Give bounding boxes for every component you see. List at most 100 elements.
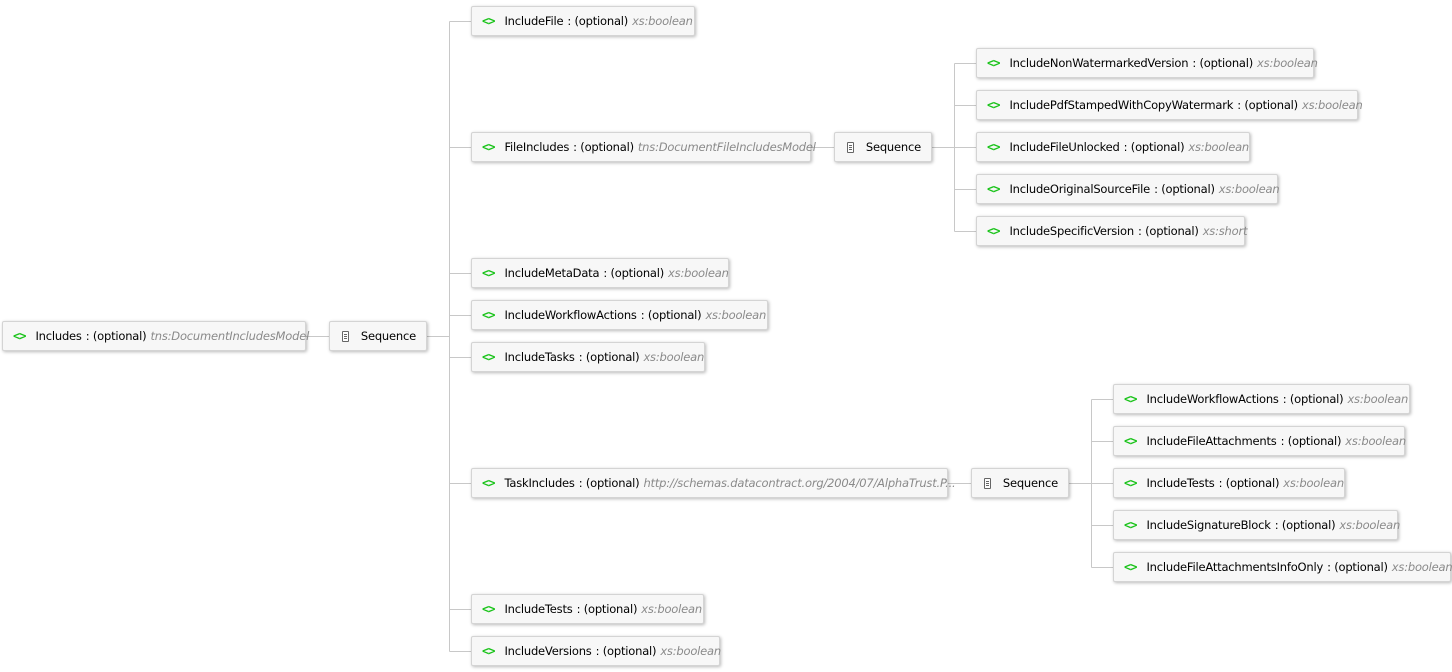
element-type: xs:boolean [1301, 98, 1363, 112]
element-name: FileIncludes [504, 140, 570, 154]
element-node-include-tests[interactable]: <> IncludeTests: (optional)xs:boolean [471, 594, 704, 624]
element-node-task-includes[interactable]: <> TaskIncludes: (optional)http://schemas… [471, 468, 956, 498]
element-node-include-versions[interactable]: <> IncludeVersions: (optional)xs:boolean [471, 636, 721, 666]
element-node-include-file-unlocked[interactable]: <>IncludeFileUnlocked: (optional)xs:bool… [976, 132, 1250, 162]
element-optional-label: : (optional) [595, 644, 657, 658]
sequence-node-file-includes[interactable]: Sequence [834, 132, 932, 162]
element-type: xs:boolean [660, 644, 721, 658]
element-node-include-workflow-actions[interactable]: <>IncludeWorkflowActions: (optional)xs:b… [1113, 384, 1410, 414]
element-icon: <> [1124, 518, 1137, 532]
element-optional-label: : (optional) [603, 266, 665, 280]
element-node-include-specific-version[interactable]: <> IncludeSpecificVersion: (optional)xs:s… [976, 216, 1248, 246]
element-name: IncludeMetaData [504, 266, 600, 280]
element-optional-label: : (optional) [578, 476, 640, 490]
element-node-file-includes[interactable]: <> FileIncludes: (optional)tns:DocumentFi… [471, 132, 816, 162]
element-icon: <> [1124, 476, 1137, 490]
element-icon: <> [987, 98, 1000, 112]
element-name: IncludeFileUnlocked [1009, 140, 1120, 154]
element-optional-label: : (optional) [1327, 560, 1388, 574]
element-optional-label: : (optional) [1280, 434, 1342, 448]
sequence-node-includes[interactable]: Sequence [329, 321, 427, 351]
element-type: xs:boolean [1345, 434, 1406, 448]
element-name: IncludeVersions [504, 644, 592, 658]
sequence-node-task-includes[interactable]: Sequence [971, 468, 1069, 498]
element-name: IncludeSpecificVersion [1009, 224, 1134, 238]
element-type: xs:boolean [632, 14, 693, 28]
element-icon: <> [1124, 560, 1137, 574]
sequence-label: Sequence [360, 329, 416, 343]
element-type: xs:boolean [1391, 560, 1452, 574]
element-optional-label: : (optional) [1137, 224, 1199, 238]
element-icon: <> [987, 56, 1000, 70]
element-node-include-tests[interactable]: <>IncludeTests: (optional)xs:boolean [1113, 468, 1345, 498]
element-type: xs:boolean [1218, 182, 1280, 196]
element-name: IncludeOriginalSourceFile [1009, 182, 1151, 196]
sequence-label: Sequence [865, 140, 921, 154]
element-node-include-signature-block[interactable]: <> IncludeSignatureBlock: (optional)xs:bo… [1113, 510, 1401, 540]
element-optional-label: : (optional) [1282, 392, 1344, 406]
element-optional-label: : (optional) [567, 14, 629, 28]
element-node-include-pdf-stamped-with-copy-watermark[interactable]: <> IncludePdfStampedWithCopyWatermark: (o… [976, 90, 1363, 120]
element-icon: <> [987, 224, 1000, 238]
element-optional-label: : (optional) [576, 602, 638, 616]
element-optional-label: : (optional) [1218, 476, 1280, 490]
element-type: xs:boolean [705, 308, 767, 322]
element-icon: <> [482, 350, 495, 364]
element-type: xs:boolean [1257, 56, 1318, 70]
element-icon: <> [1124, 392, 1137, 406]
element-node-include-meta-data[interactable]: <> IncludeMetaData: (optional)xs:boolean [471, 258, 729, 288]
element-name: IncludeTests [504, 602, 573, 616]
element-type: xs:boolean [1283, 476, 1344, 490]
element-type: xs:short [1202, 224, 1248, 238]
element-node-includes[interactable]: <> Includes: (optional)tns:DocumentInclud… [2, 321, 310, 351]
element-type: http://schemas.datacontract.org/2004/07/… [643, 476, 956, 490]
element-node-include-file-attachments[interactable]: <>IncludeFileAttachments: (optional)xs:b… [1113, 426, 1406, 456]
element-name: Includes [35, 329, 82, 343]
element-node-include-non-watermarked-version[interactable]: <> IncludeNonWatermarkedVersion: (optiona… [976, 48, 1318, 78]
element-icon: <> [482, 308, 495, 322]
element-node-include-original-source-file[interactable]: <> IncludeOriginalSourceFile: (optional)x… [976, 174, 1280, 204]
sequence-label: Sequence [1002, 476, 1058, 490]
element-optional-label: : (optional) [1154, 182, 1215, 196]
element-name: IncludeWorkflowActions [504, 308, 637, 322]
element-optional-label: : (optional) [578, 350, 640, 364]
element-optional-label: : (optional) [1274, 518, 1336, 532]
element-name: IncludeNonWatermarkedVersion [1009, 56, 1189, 70]
element-type: xs:boolean [668, 266, 729, 280]
element-icon: <> [13, 329, 26, 343]
element-node-include-file-attachments-info-only[interactable]: <> IncludeFileAttachmentsInfoOnly: (optio… [1113, 552, 1452, 582]
element-optional-label: : (optional) [1192, 56, 1254, 70]
element-optional-label: : (optional) [573, 140, 634, 154]
element-icon: <> [482, 476, 495, 490]
element-icon: <> [987, 140, 1000, 154]
sequence-icon [342, 330, 349, 342]
element-node-include-workflow-actions[interactable]: <> IncludeWorkflowActions: (optional)xs:b… [471, 300, 768, 330]
element-name: IncludeFile [504, 14, 564, 28]
element-icon: <> [482, 644, 495, 658]
element-optional-label: : (optional) [640, 308, 702, 322]
element-name: TaskIncludes [504, 476, 575, 490]
element-optional-label: : (optional) [85, 329, 147, 343]
element-node-include-file[interactable]: <> IncludeFile: (optional)xs:boolean [471, 6, 695, 36]
element-name: IncludeFileAttachments [1146, 434, 1277, 448]
element-name: IncludeSignatureBlock [1146, 518, 1271, 532]
element-icon: <> [482, 140, 495, 154]
element-type: tns:DocumentIncludesModel [150, 329, 310, 343]
element-node-include-tasks[interactable]: <>IncludeTasks: (optional)xs:boolean [471, 342, 705, 372]
element-type: tns:DocumentFileIncludesModel [637, 140, 816, 154]
element-name: IncludeFileAttachmentsInfoOnly [1146, 560, 1324, 574]
element-name: IncludePdfStampedWithCopyWatermark [1009, 98, 1234, 112]
element-icon: <> [482, 266, 495, 280]
element-optional-label: : (optional) [1123, 140, 1185, 154]
element-icon: <> [987, 182, 1000, 196]
element-name: IncludeWorkflowActions [1146, 392, 1279, 406]
element-type: xs:boolean [641, 602, 702, 616]
element-icon: <> [482, 14, 495, 28]
element-type: xs:boolean [1339, 518, 1401, 532]
element-optional-label: : (optional) [1237, 98, 1298, 112]
element-icon: <> [482, 602, 495, 616]
element-name: IncludeTasks [504, 350, 575, 364]
sequence-icon [984, 477, 991, 489]
